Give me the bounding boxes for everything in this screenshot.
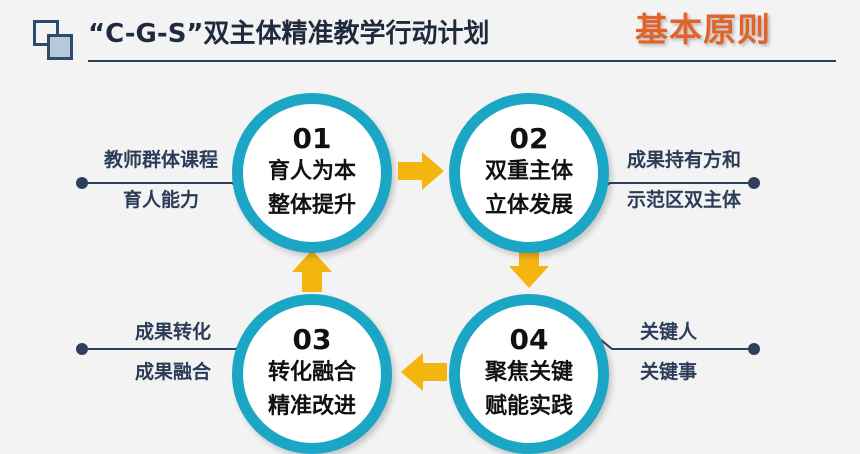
connector-dot-3	[76, 343, 88, 355]
step-line-1: 转化融合	[267, 360, 356, 385]
step-line-2: 立体发展	[484, 193, 573, 218]
side-note-line-2: 关键事	[640, 361, 698, 383]
side-note-02: 成果持有方和 示范区双主体	[614, 140, 754, 220]
logo-front-square	[47, 34, 73, 60]
section-tag: 基本原则	[635, 10, 771, 49]
side-note-03: 成果转化 成果融合	[101, 312, 211, 392]
header-divider	[88, 60, 836, 62]
step-circle-04: 04 聚焦关键 赋能实践	[449, 294, 609, 454]
step-number: 03	[292, 323, 332, 356]
page-title: “C-G-S”双主体精准教学行动计划	[88, 19, 490, 49]
step-line-1: 双重主体	[484, 159, 573, 184]
side-note-04: 关键人 关键事	[640, 312, 750, 392]
side-note-01: 教师群体课程 育人能力	[96, 140, 226, 220]
side-note-line-1: 教师群体课程	[103, 149, 218, 171]
step-number: 02	[509, 122, 549, 155]
step-line-2: 精准改进	[267, 394, 356, 419]
arrow-down-icon	[509, 246, 549, 288]
step-circle-03: 03 转化融合 精准改进	[232, 294, 392, 454]
arrow-left-icon	[401, 353, 447, 391]
connector-dot-1	[76, 177, 88, 189]
step-number: 04	[509, 323, 549, 356]
step-circle-02: 02 双重主体 立体发展	[449, 93, 609, 253]
logo-icon	[33, 20, 73, 60]
step-line-1: 聚焦关键	[484, 360, 573, 385]
side-note-line-2: 示范区双主体	[626, 189, 741, 211]
arrow-right-icon	[398, 152, 444, 190]
side-note-line-1: 成果持有方和	[626, 149, 741, 171]
step-line-1: 育人为本	[267, 159, 356, 184]
side-note-line-2: 成果融合	[134, 361, 211, 383]
step-line-2: 整体提升	[267, 193, 356, 218]
side-note-line-2: 育人能力	[122, 189, 199, 211]
step-circle-01: 01 育人为本 整体提升	[232, 93, 392, 253]
arrow-up-icon	[292, 250, 332, 292]
side-note-line-1: 成果转化	[134, 321, 211, 343]
connector-dot-2	[748, 177, 760, 189]
connector-dot-4	[748, 343, 760, 355]
step-line-2: 赋能实践	[484, 394, 573, 419]
side-note-line-1: 关键人	[640, 321, 698, 343]
logo-back-square	[33, 20, 59, 46]
step-number: 01	[292, 122, 332, 155]
